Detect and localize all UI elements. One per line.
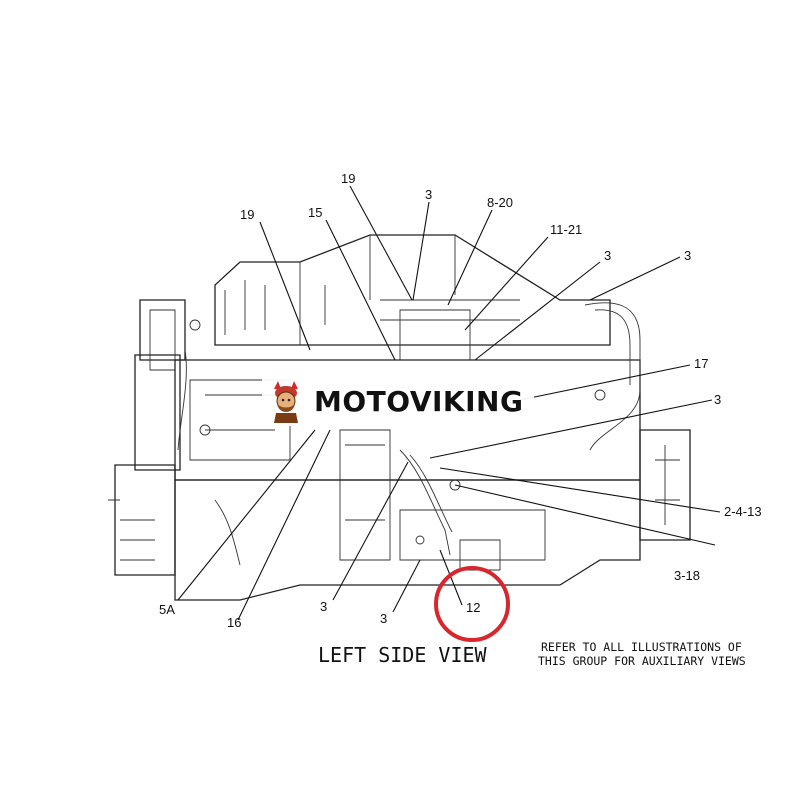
leader-lines [177, 185, 721, 621]
callout-2-4-13: 2-4-13 [724, 504, 762, 519]
callout-8-20: 8-20 [487, 195, 513, 210]
callout-5a: 5A [159, 602, 175, 617]
watermark-banner: MOTOVIKING [262, 376, 534, 426]
callout-19-top: 19 [341, 171, 355, 186]
callout-3-18: 3-18 [674, 568, 700, 583]
callout-3-bottom-a: 3 [320, 599, 327, 614]
callout-16: 16 [227, 615, 241, 630]
viking-mascot-icon [274, 381, 298, 423]
watermark-text: MOTOVIKING [314, 384, 524, 418]
note-line-2: THIS GROUP FOR AUXILIARY VIEWS [538, 654, 746, 668]
callout-3-right-lower: 3 [714, 392, 721, 407]
callout-12: 12 [466, 600, 480, 615]
callout-11-21: 11-21 [550, 222, 582, 237]
callout-19-left: 19 [240, 207, 254, 222]
callout-3-mid: 3 [604, 248, 611, 263]
view-title: LEFT SIDE VIEW [318, 643, 488, 667]
callout-3-top: 3 [425, 187, 432, 202]
callout-15: 15 [308, 205, 322, 220]
callout-labels: 19 3 8-20 19 15 11-21 3 3 17 3 2-4-13 3-… [159, 171, 762, 630]
engine-line-art [108, 234, 691, 601]
callout-3-right: 3 [684, 248, 691, 263]
callout-3-bottom-b: 3 [380, 611, 387, 626]
note-line-1: REFER TO ALL ILLUSTRATIONS OF [541, 640, 742, 654]
callout-17: 17 [694, 356, 708, 371]
highlight-circle [434, 566, 510, 642]
